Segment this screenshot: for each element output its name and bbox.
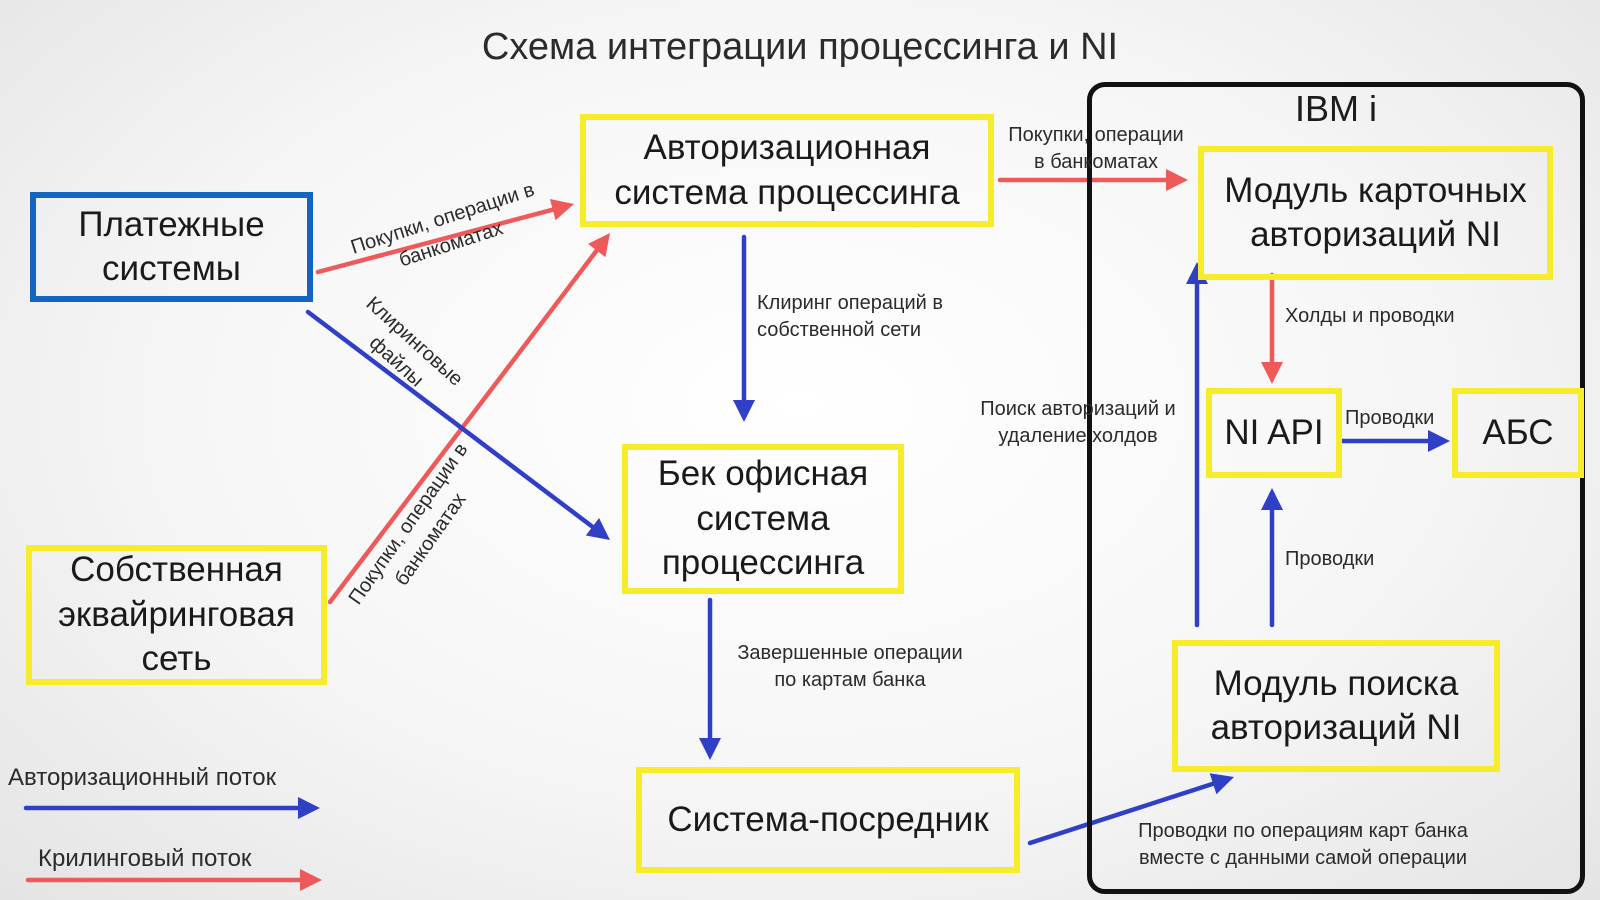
arrow-interm-to-search-head bbox=[1209, 773, 1234, 795]
arrow-interm-to-search bbox=[1027, 773, 1234, 846]
node-abs-text-line: АБС bbox=[1482, 412, 1554, 452]
arrow-own-to-auth-shaft bbox=[327, 248, 599, 605]
arrow-auth-to-card-module bbox=[997, 169, 1188, 191]
label-auth-clearing-line: собственной сети bbox=[757, 319, 921, 341]
node-card-auth-module: Модуль карточных авторизаций NI bbox=[1198, 146, 1553, 280]
arrow-api-to-abs bbox=[1339, 430, 1450, 452]
node-ni-api: NI API bbox=[1206, 388, 1342, 478]
node-ni-api-text-line: NI API bbox=[1224, 412, 1324, 452]
arrow-auth-to-backoffice bbox=[733, 234, 755, 422]
arrow-ps-to-auth-head bbox=[549, 199, 574, 221]
label-auth-search-line: Поиск авторизаций и bbox=[980, 398, 1176, 420]
label-intermediary-to-search-line: вместе с данными самой операции bbox=[1138, 847, 1468, 869]
label-auth-clearing: Клиринг операций в собственной сети bbox=[757, 290, 943, 344]
legend-red-arrow bbox=[25, 869, 322, 891]
label-completed-ops-line: Завершенные операции bbox=[737, 642, 963, 664]
node-auth-system-text-line: система процессинга bbox=[614, 172, 960, 212]
node-payment-systems: Платежные системы bbox=[30, 192, 313, 302]
label-auth-clearing-line: Клиринг операций в bbox=[757, 292, 943, 314]
node-card-auth-module-text: Модуль карточных авторизаций NI bbox=[1224, 169, 1527, 258]
arrow-own-to-auth-head bbox=[587, 233, 610, 258]
arrow-backoffice-to-interm. bbox=[699, 597, 721, 760]
label-api-to-abs: Проводки bbox=[1345, 405, 1434, 432]
label-auth-to-card-module-line: Покупки, операции bbox=[1008, 124, 1184, 146]
legend-red-label: Крилинговый поток bbox=[38, 845, 252, 872]
label-auth-search-line: удаление холдов bbox=[998, 425, 1158, 447]
arrow-backoffice-to-interm.-head bbox=[699, 738, 721, 760]
node-payment-systems-text: Платежные системы bbox=[78, 203, 264, 292]
arrow-auth-to-backoffice-head bbox=[733, 400, 755, 422]
node-own-network-text-line: эквайринговая bbox=[58, 594, 295, 634]
node-intermediary-text: Система-посредник bbox=[667, 798, 988, 842]
label-completed-ops-line: по картам банка bbox=[774, 669, 926, 691]
label-intermediary-to-search-line: Проводки по операциям карт банка bbox=[1138, 820, 1468, 842]
node-auth-search-module: Модуль поиска авторизаций NI bbox=[1172, 640, 1500, 772]
arrow-search-to-api-head bbox=[1261, 488, 1283, 510]
node-ni-api-text: NI API bbox=[1224, 411, 1323, 455]
label-search-to-api: Проводки bbox=[1285, 546, 1374, 573]
legend-blue-label: Авторизационный поток bbox=[8, 764, 277, 791]
node-auth-search-module-text-line: авторизаций NI bbox=[1210, 708, 1462, 747]
label-auth-to-card-module: Покупки, операции в банкоматах bbox=[986, 122, 1206, 176]
node-auth-search-module-text: Модуль поиска авторизаций NI bbox=[1211, 662, 1462, 751]
node-card-auth-module-text-line: авторизаций NI bbox=[1250, 215, 1501, 254]
node-back-office-text-line: процессинга bbox=[661, 543, 865, 583]
arrow-card-module-to-api-head bbox=[1261, 362, 1283, 384]
label-intermediary-to-search: Проводки по операциям карт банка вместе с… bbox=[1108, 818, 1498, 872]
label-holds-postings: Холды и проводки bbox=[1285, 303, 1455, 330]
node-intermediary: Система-посредник bbox=[636, 767, 1020, 873]
arrow-auth-to-card-module-head bbox=[1166, 169, 1188, 191]
arrow-card-module-to-api bbox=[1261, 272, 1283, 384]
label-holds-postings-line: Холды и проводки bbox=[1285, 305, 1455, 327]
node-back-office-text-line: Бек офисная bbox=[657, 454, 869, 494]
label-auth-search: Поиск авторизаций и удаление холдов bbox=[958, 396, 1198, 450]
node-payment-systems-text-line: Платежные bbox=[78, 204, 265, 244]
arrow-ps-to-backoffice-head bbox=[585, 517, 610, 540]
label-search-to-api-line: Проводки bbox=[1285, 548, 1375, 570]
arrow-ps-to-backoffice bbox=[305, 309, 610, 540]
arrow-ps-to-auth-shaft bbox=[315, 207, 555, 275]
node-auth-system-text-line: Авторизационная bbox=[643, 128, 931, 168]
ibm-i-container bbox=[1087, 82, 1585, 894]
arrow-ps-to-backoffice-shaft bbox=[305, 309, 595, 529]
node-payment-systems-text-line: системы bbox=[102, 249, 241, 288]
ibm-i-label: IBM i bbox=[1294, 88, 1377, 129]
node-auth-search-module-text-line: Модуль поиска bbox=[1213, 663, 1459, 703]
node-back-office-text-line: система bbox=[696, 498, 830, 538]
arrow-api-to-abs-head bbox=[1428, 430, 1450, 452]
arrow-own-to-auth bbox=[327, 233, 610, 605]
label-completed-ops: Завершенные операции по картам банка bbox=[720, 640, 980, 694]
label-auth-to-card-module-line: в банкоматах bbox=[1034, 151, 1158, 173]
node-card-auth-module-text-line: Модуль карточных bbox=[1224, 170, 1527, 210]
label-api-to-abs-line: Проводки bbox=[1345, 407, 1435, 429]
page-title: Схема интеграции процессинга и NI bbox=[481, 26, 1119, 68]
arrow-search-to-api bbox=[1261, 488, 1283, 628]
legend-blue-arrow bbox=[23, 797, 320, 819]
arrow-ps-to-auth bbox=[315, 199, 574, 275]
legend-blue-arrow-head bbox=[298, 797, 320, 819]
node-abs: АБС bbox=[1452, 388, 1584, 478]
arrow-interm-to-search-shaft bbox=[1027, 781, 1216, 846]
legend-red-arrow-head bbox=[300, 869, 322, 891]
node-own-network-text-line: Собственная bbox=[70, 550, 283, 590]
node-own-network-text-line: сеть bbox=[141, 639, 212, 679]
node-abs-text: АБС bbox=[1482, 411, 1553, 455]
node-intermediary-text-line: Система-посредник bbox=[667, 799, 989, 839]
